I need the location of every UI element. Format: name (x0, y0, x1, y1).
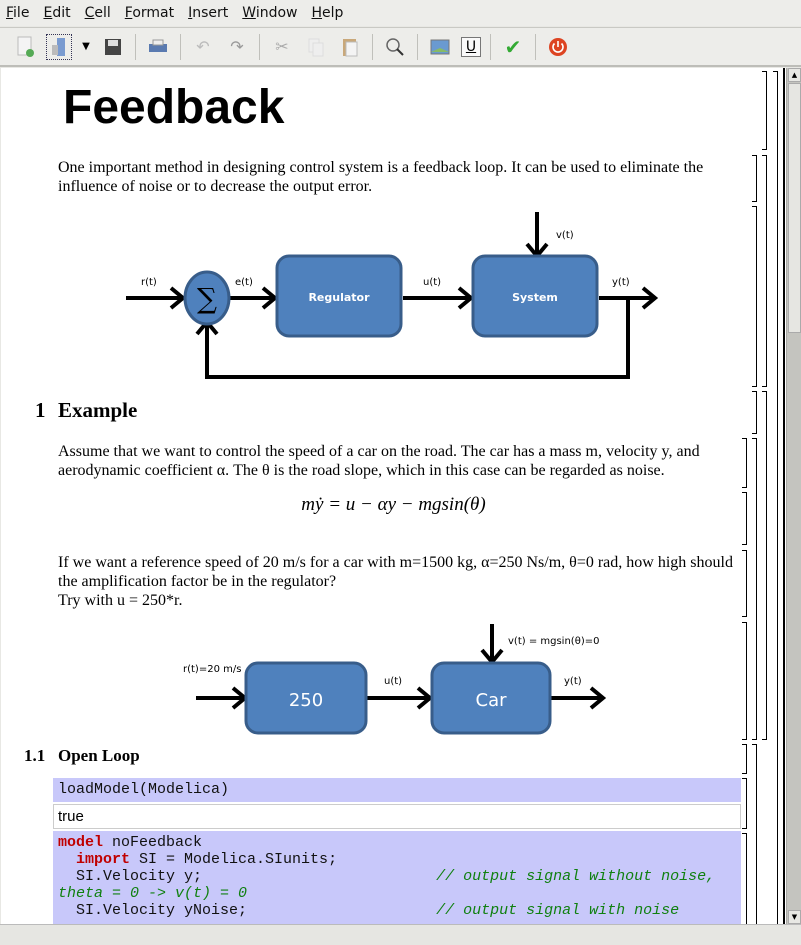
e-label: e(t) (235, 277, 253, 288)
toolbar: ▼ ↶ ↷ ✂ U ✔ (0, 27, 801, 67)
regulator-label: Regulator (308, 291, 370, 304)
model-name: noFeedback (103, 834, 203, 851)
summation-node (183, 270, 231, 326)
code-line-y: SI.Velocity y; (58, 868, 437, 885)
menu-cell[interactable]: Cell (84, 5, 111, 21)
cell-bracket[interactable] (762, 391, 767, 740)
cell-bracket[interactable] (752, 391, 757, 434)
subsection-number: 1.1 (24, 746, 46, 765)
y-label: y(t) (564, 676, 582, 687)
system-label: System (512, 291, 558, 304)
cell-bracket[interactable] (742, 744, 747, 774)
undo-icon[interactable]: ↶ (196, 37, 210, 56)
subsection-title: Open Loop (58, 746, 140, 765)
cell-bracket[interactable] (742, 622, 747, 740)
cell-bracket[interactable] (742, 492, 747, 545)
output-cell: true (53, 804, 741, 829)
menu-insert[interactable]: Insert (188, 5, 229, 21)
scroll-down-icon[interactable]: ▼ (788, 910, 801, 924)
separator (180, 33, 181, 60)
menu-file[interactable]: File (6, 5, 30, 21)
question-text: If we want a reference speed of 20 m/s f… (58, 554, 733, 590)
cell-bracket[interactable] (762, 71, 767, 150)
equation: mẏ = u − αy − mgsin(θ) (301, 494, 486, 515)
menu-format[interactable]: Format (124, 5, 175, 21)
image-icon[interactable] (427, 34, 453, 60)
cell-bracket[interactable] (752, 206, 757, 387)
u-label: u(t) (384, 676, 402, 687)
separator (135, 33, 136, 60)
separator (372, 33, 373, 60)
cell-bracket[interactable] (752, 438, 757, 740)
section-number: 1 (35, 398, 46, 422)
car-block (430, 661, 552, 735)
comment-y: // output signal without noise, theta = … (58, 868, 716, 902)
page-title: Feedback (63, 81, 285, 134)
cell-bracket[interactable] (742, 438, 747, 488)
try-text: Try with u = 250*r. (58, 592, 183, 609)
separator (490, 33, 491, 60)
check-icon[interactable]: ✔ (504, 34, 522, 59)
cell-bracket[interactable] (752, 744, 757, 924)
input-cell-loadmodel[interactable]: loadModel(Modelica) (53, 778, 741, 802)
new-icon[interactable] (12, 34, 38, 60)
cell-bracket[interactable] (783, 68, 785, 924)
search-icon[interactable] (382, 34, 408, 60)
cell-bracket[interactable] (742, 778, 747, 829)
cell-bracket[interactable] (752, 155, 757, 202)
regulator-block (275, 254, 403, 338)
status-bar (0, 924, 801, 945)
gain-block (244, 661, 368, 735)
menu-edit[interactable]: Edit (43, 5, 71, 21)
comment-ynoise: // output signal with noise (436, 902, 680, 919)
paste-icon[interactable] (337, 34, 363, 60)
sum-symbol: ∑ (197, 282, 217, 315)
r-label: r(t) (141, 277, 157, 288)
keyword-import: import (76, 851, 131, 868)
v-label: v(t) = mgsin(θ)=0 (508, 636, 599, 647)
scrollbar-thumb[interactable] (788, 83, 801, 333)
input-cell-model[interactable]: model noFeedback import SI = Modelica.SI… (53, 831, 741, 924)
cut-icon[interactable]: ✂ (275, 37, 289, 56)
copy-icon[interactable] (303, 34, 329, 60)
intro-text: One important method in designing contro… (58, 159, 704, 195)
separator (259, 33, 260, 60)
car-diagram: 250 Car r(t)=20 m/s u(t) v(t) = mgsin(θ)… (183, 624, 607, 735)
import-line: SI = Modelica.SIunits; (130, 851, 338, 868)
underline-icon[interactable]: U (461, 36, 481, 57)
feedback-diagram: ∑ Regulator System r(t) e(t) u(t) v(t) y… (126, 212, 659, 379)
v-label: v(t) (556, 230, 574, 241)
cell-bracket[interactable] (742, 550, 747, 617)
y-label: y(t) (612, 277, 630, 288)
notebook-document[interactable]: Feedback One important method in designi… (1, 68, 786, 924)
system-block (471, 254, 599, 338)
r-label: r(t)=20 m/s (183, 664, 241, 675)
menu-help[interactable]: Help (311, 5, 344, 21)
gain-label: 250 (289, 690, 323, 711)
menu-bar: File Edit Cell Format Insert Window Help (0, 0, 801, 26)
redo-icon[interactable]: ↷ (230, 37, 244, 56)
save-icon[interactable] (100, 34, 126, 60)
cell-bracket[interactable] (762, 155, 767, 387)
section-title: Example (58, 398, 138, 422)
print-icon[interactable] (145, 34, 171, 60)
car-label: Car (476, 690, 508, 711)
separator (535, 33, 536, 60)
menu-window[interactable]: Window (242, 5, 298, 21)
cell-bracket[interactable] (773, 71, 778, 924)
u-label: u(t) (423, 277, 441, 288)
scroll-up-icon[interactable]: ▲ (788, 68, 801, 82)
example-text: Assume that we want to control the speed… (58, 443, 700, 479)
vertical-scrollbar[interactable]: ▲ ▼ (786, 68, 801, 924)
code-line-ynoise: SI.Velocity yNoise; (58, 902, 437, 919)
separator (417, 33, 418, 60)
cell-bracket[interactable] (742, 833, 747, 924)
dropdown-icon[interactable]: ▼ (82, 41, 90, 52)
power-icon[interactable] (545, 34, 571, 60)
keyword-model: model (58, 834, 104, 851)
open-icon[interactable] (46, 33, 72, 60)
